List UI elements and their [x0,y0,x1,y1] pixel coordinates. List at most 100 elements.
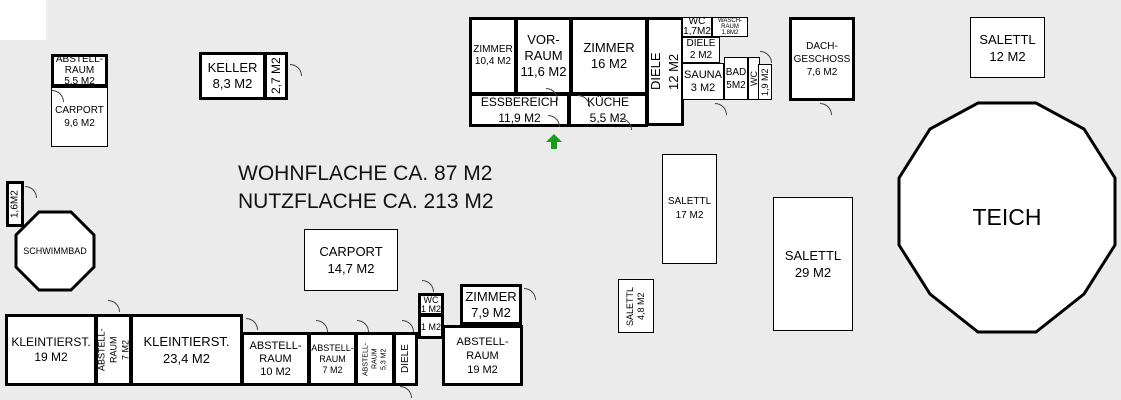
room-label-line: DIELE [400,344,411,374]
room-label-line: 2,7 M2 [269,57,283,95]
room-label-line: ABSTELL- [362,342,370,376]
room-label-line: RAUM [108,336,119,364]
room-label-line: RAUM [64,65,95,76]
room-label-line: 5,5 M2 [589,111,627,125]
room-label-line: 1,7M2 [683,26,711,37]
room-label-line: ABSTELL- [55,54,104,65]
door-swing-icon [820,103,832,115]
room-label-line: 7,9 M2 [471,304,511,320]
room-salettl-29: SALETTL 29 M2 [773,197,853,331]
room-label-line: SALETTL [979,31,1036,47]
room-label-line: 11,9 M2 [498,111,541,125]
room-label-line: CARPORT [55,105,104,116]
room-label-line: KLEINTIERST. [143,334,230,349]
room-label-line: 9,6 M2 [64,118,95,129]
room-label-line: WASCH- [717,18,743,24]
room-kleintierst-23-4: KLEINTIERST. 23,4 M2 [130,314,243,386]
door-swing-icon [316,320,328,332]
room-label-line: SCHWIMMBAD [23,246,87,256]
room-label-line: DIELE [686,38,716,49]
room-label-line: CARPORT [319,244,383,259]
room-label-line: ESSBEREICH [480,95,559,109]
door-swing-icon [524,288,536,300]
door-swing-icon [108,300,120,312]
room-label-line: 23,4 M2 [163,351,210,366]
room-1-m2: 1 M2 [418,314,444,339]
room-label-line: 14,7 M2 [327,261,375,276]
room-label-line: RAUM [721,24,739,30]
room-diele-bottom: DIELE [393,332,418,386]
room-label-line: RAUM [466,349,499,362]
door-swing-icon [246,318,258,330]
room-teich: TEICH [900,105,1114,330]
room-label-line: SALETTL [625,286,635,326]
room-label-line: ABSTELL- [456,335,509,348]
room-label-line: SALETTL [667,196,712,207]
room-label-line: 10 M2 [260,365,291,378]
door-swing-icon [422,280,434,292]
schwimmbad-octagon [14,210,96,292]
door-swing-icon [715,103,727,115]
room-label-line: BAD [725,66,747,78]
room-label-line: RAUM [319,353,346,364]
room-keller-side: 2,7 M2 [264,52,288,100]
room-label-line: 19 M2 [467,363,498,376]
door-swing-icon [760,51,772,63]
room-label-line: 11,6 M2 [520,64,567,79]
room-label-line: KÜCHE [586,95,629,109]
room-label-line: DACH- [806,40,838,52]
room-label-line: 12 M2 [666,53,681,90]
room-label-line: 1,9 M2 [760,68,770,96]
room-label-line: 19 M2 [34,350,68,364]
room-label-line: 7,6 M2 [806,66,838,78]
teich-dodecagon [897,101,1117,334]
room-label-line: GESCHOSS [793,53,851,65]
room-label-line: 29 M2 [794,265,832,280]
door-swing-icon [290,64,302,76]
door-swing-icon [25,186,37,198]
room-label-line: 17 M2 [675,210,704,221]
door-swing-icon [402,320,414,332]
room-label-line: 1 M2 [421,321,442,332]
room-label-line: ABSTELL- [311,342,354,353]
room-1-9: 1,9 M2 [758,64,772,100]
wohnflaeche-summary: WOHNFLACHE CA. 87 M2 [238,162,493,185]
room-label-line: 5,5 M2 [64,76,95,87]
room-label-line: SAUNA [684,68,722,81]
room-label-line: TEICH [972,204,1042,230]
room-label-line: WC [423,294,439,305]
room-label-line: ZIMMER [583,40,635,55]
room-label-line: 7 M2 [322,364,343,375]
room-label-line: SALETTL [784,248,842,263]
room-label-line: 16 M2 [590,56,628,71]
green-arrow-up-icon [546,134,562,149]
room-label-line: WC [688,17,706,27]
room-label-line: 1 M2 [421,303,442,314]
door-swing-icon [357,320,369,332]
room-label-line: 5M2 [726,79,746,91]
room-label-line: 3 M2 [690,81,716,94]
room-label-line: DIELE [648,52,663,91]
room-salettl-17: SALETTL 17 M2 [662,154,717,264]
room-label-line: ABSTELL- [96,328,107,372]
room-label-line: ABSTELL- [249,339,302,352]
room-label-line: RAUM [371,348,379,370]
door-swing-icon [400,386,412,398]
room-carport-14-7: CARPORT 14,7 M2 [304,229,398,291]
